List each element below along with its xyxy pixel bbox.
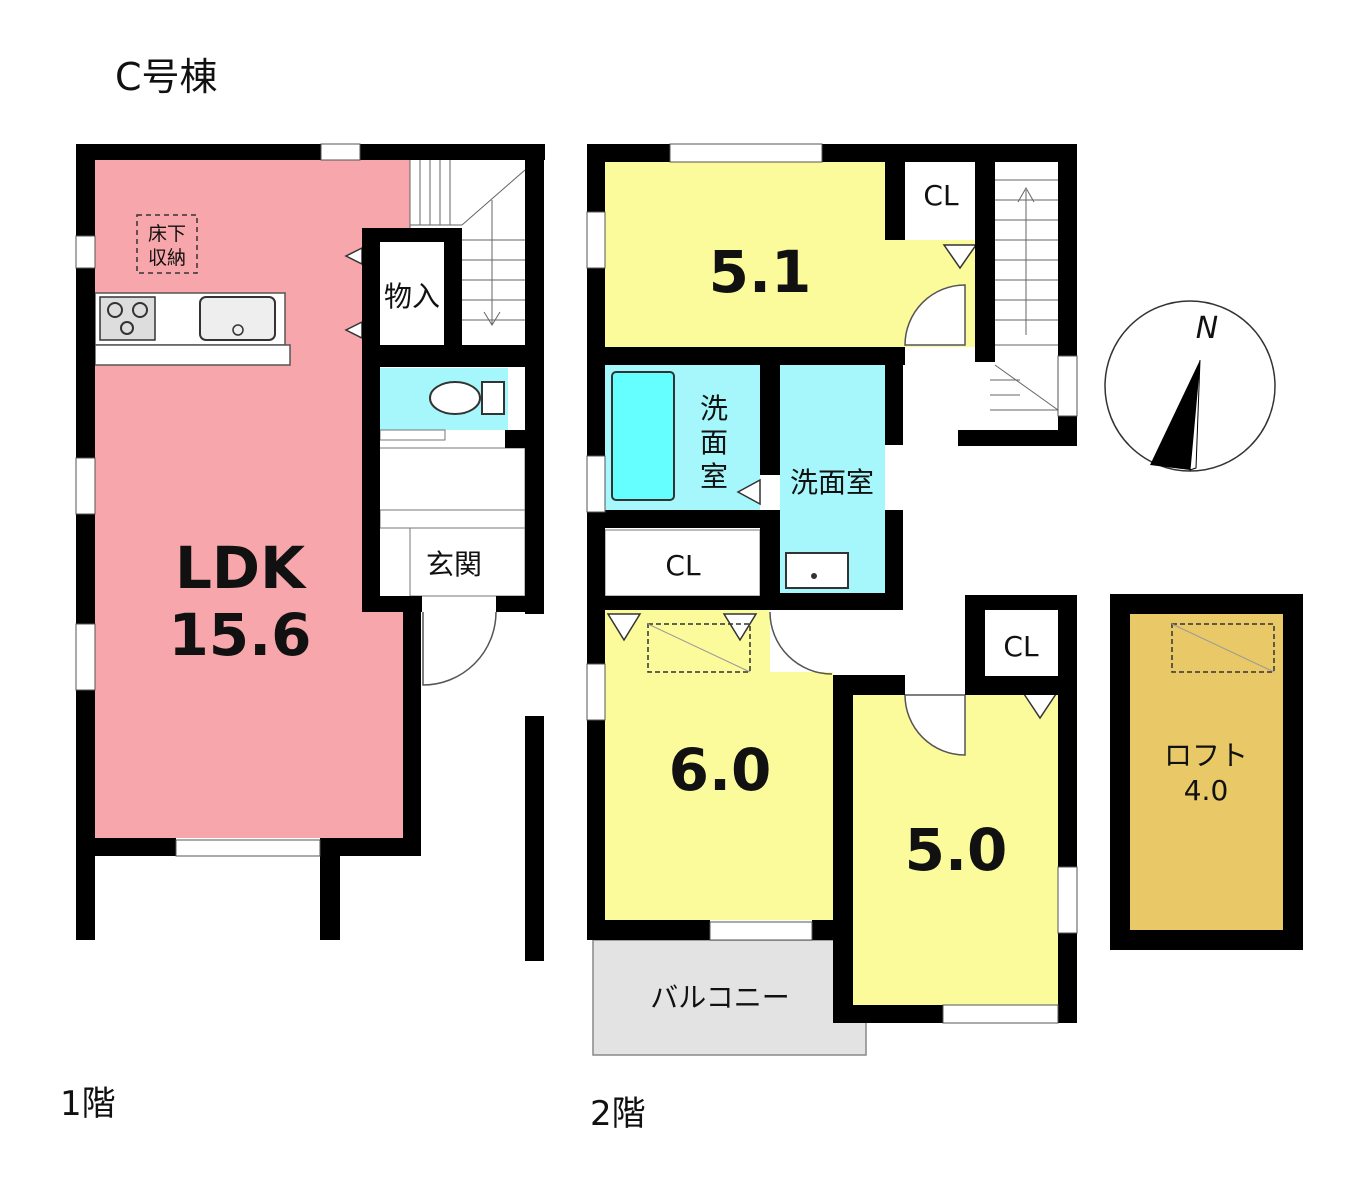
underfloor-storage bbox=[136, 214, 198, 274]
underfloor-label-1: 床下 bbox=[148, 223, 186, 245]
windows-2f bbox=[586, 143, 1078, 1024]
wash-room-label-v3: 室 bbox=[700, 460, 728, 493]
compass: N bbox=[1104, 300, 1276, 472]
building-label: C号棟 bbox=[115, 55, 218, 99]
loft-plan: ロフト 4.0 bbox=[1110, 594, 1303, 950]
north-bedroom bbox=[605, 162, 975, 347]
wash-room-label-v1: 洗 bbox=[700, 392, 728, 425]
floor1-label: 1階 bbox=[60, 1084, 116, 1124]
stove-icon bbox=[99, 296, 156, 341]
west-room-size: 6.0 bbox=[669, 736, 772, 804]
walls-1f bbox=[76, 144, 545, 961]
balcony bbox=[592, 939, 867, 1056]
ldk-size: 15.6 bbox=[168, 601, 311, 669]
closet-door-marker-2 bbox=[606, 613, 642, 642]
loft-skylight bbox=[1171, 623, 1275, 673]
entrance-door bbox=[422, 611, 497, 686]
stairs-1f bbox=[409, 160, 526, 326]
east-closet-label: CL bbox=[1003, 630, 1039, 663]
skylight bbox=[647, 623, 751, 673]
wash-room-label-v2: 面 bbox=[700, 426, 728, 459]
entrance-label: 玄関 bbox=[426, 548, 482, 581]
floor2-label: 2階 bbox=[590, 1094, 646, 1134]
north-closet-label: CL bbox=[923, 179, 959, 212]
storage-label: 物入 bbox=[384, 280, 440, 313]
balcony-label: バルコニー bbox=[650, 981, 789, 1014]
west-room-door bbox=[769, 611, 833, 675]
floor1-plan: 床下 収納 bbox=[75, 143, 545, 961]
east-room-door bbox=[904, 694, 966, 756]
north-closet-box bbox=[905, 162, 977, 226]
east-closet-box bbox=[985, 610, 1057, 676]
west-closet-label: CL bbox=[665, 549, 701, 582]
underfloor-label-2: 収納 bbox=[148, 247, 186, 269]
kitchen-counter-edge bbox=[94, 344, 291, 366]
toilet-icon bbox=[429, 381, 505, 415]
north-arrow-icon bbox=[1150, 360, 1200, 470]
north-room-size: 5.1 bbox=[709, 238, 812, 306]
loft-label: ロフト bbox=[1164, 739, 1248, 772]
walls-2f bbox=[587, 144, 1077, 1023]
north-room-door bbox=[904, 284, 966, 346]
bathtub-icon bbox=[611, 371, 675, 501]
wash-basin-icon bbox=[785, 552, 849, 589]
ldk-label: LDK bbox=[175, 534, 307, 602]
wash-room-label: 洗面室 bbox=[790, 466, 874, 499]
closet-door-marker-3 bbox=[722, 613, 758, 642]
closet-door-marker bbox=[942, 244, 978, 270]
floor2-plan: 5.1 CL 洗 面 室 洗面室 CL 6.0 CL 5.0 バルコニー bbox=[586, 143, 1078, 1056]
wash-door-marker bbox=[736, 478, 761, 506]
loft-size: 4.0 bbox=[1184, 774, 1229, 807]
loft-area bbox=[1130, 614, 1283, 930]
north-label: N bbox=[1196, 311, 1218, 346]
sink-icon bbox=[199, 296, 276, 341]
west-bedroom bbox=[605, 610, 833, 920]
stairs-2f bbox=[990, 179, 1059, 411]
windows-1f bbox=[75, 143, 361, 857]
east-room-size: 5.0 bbox=[905, 816, 1008, 884]
